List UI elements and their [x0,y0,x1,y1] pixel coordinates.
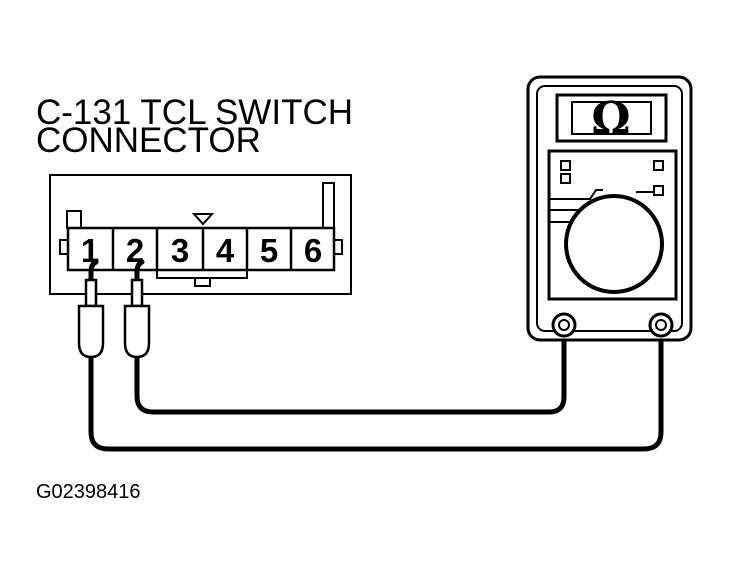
test-lead-inner [134,323,567,415]
multimeter-button-4 [653,185,664,196]
probe-pin-2 [123,259,151,359]
probe-shank [84,278,98,308]
connector-key-triangle [191,213,215,226]
multimeter-jack-right-inner [655,319,667,331]
pin-label-4: 4 [216,232,235,269]
probe-tip [88,259,99,309]
multimeter-button-1 [560,160,571,171]
multimeter-button-3 [653,160,664,171]
figure-id: G02398416 [36,481,141,503]
c131-connector [49,174,352,295]
pin-label-5: 5 [260,232,278,269]
multimeter [526,75,693,342]
connector-title-line-2: CONNECTOR [36,121,261,160]
pin-label-1: 1 [81,232,99,269]
test-leads [88,323,664,452]
connector-post [322,182,335,229]
connector-lock-tab [66,210,82,229]
multimeter-rotary-dial [564,194,664,294]
selector-marking-1 [549,189,603,200]
connector-housing [49,174,352,295]
connector-bottom-key-tab [194,277,211,287]
probe-body [77,304,105,359]
probe-pin-1 [77,259,105,359]
probe-shank [130,278,144,308]
connector-title-line-1: C-131 TCL SWITCH [36,93,353,132]
connector-latch-right [333,239,343,255]
test-lead-outer [88,323,664,452]
pin-label-3: 3 [171,232,189,269]
multimeter-jack-left-inner [558,319,570,331]
connector-latch-left [59,239,69,255]
ohm-symbol: Ω [591,93,630,144]
multimeter-display-window [571,101,652,135]
pin-label-6: 6 [304,232,322,269]
multimeter-button-2 [560,173,571,184]
probe-tip [134,259,145,309]
pin-label-2: 2 [126,232,144,269]
probe-body [123,304,151,359]
